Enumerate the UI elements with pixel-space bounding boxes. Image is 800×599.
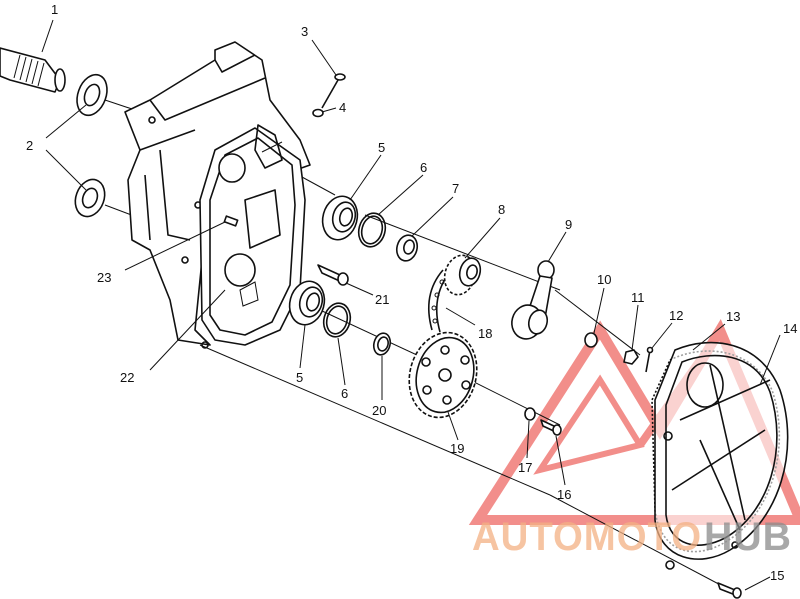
part-23-dowel-pin [223, 215, 239, 227]
part-9-chain-tensioner [511, 260, 555, 340]
callout-12: 12 [669, 308, 683, 323]
callout-22: 22 [120, 370, 134, 385]
callout-15: 15 [770, 568, 784, 583]
callout-19: 19 [450, 441, 464, 456]
leader-lines [41, 19, 781, 591]
part-12-pin [645, 346, 654, 373]
callout-5-upper: 5 [378, 140, 385, 155]
callout-labels: 1 2 3 4 5 6 7 8 9 10 11 12 13 14 5 6 15 … [26, 2, 797, 583]
part-8-upper-sprocket [443, 254, 482, 296]
part-11-nut [623, 349, 639, 365]
automotohub-watermark-text: AUTOMOTO HUB [472, 515, 792, 559]
callout-14: 14 [783, 321, 797, 336]
part-3-bolt [321, 73, 346, 109]
callout-3: 3 [301, 24, 308, 39]
part-1-splined-shaft [0, 47, 66, 93]
callout-11: 11 [631, 290, 645, 305]
callout-4: 4 [339, 100, 346, 115]
callout-13: 13 [726, 309, 740, 324]
part-19-lower-sprocket [408, 331, 478, 419]
callout-2: 2 [26, 138, 33, 153]
part-20-washer [372, 332, 392, 356]
callout-18: 18 [478, 326, 492, 341]
callout-20: 20 [372, 403, 386, 418]
part-17-washer [524, 407, 536, 421]
part-22-chaincase-housing [124, 41, 311, 349]
part-2-oil-seals [74, 73, 108, 218]
callout-6-upper: 6 [420, 160, 427, 175]
callout-10: 10 [597, 272, 611, 287]
part-6-upper-snap-ring [357, 212, 387, 248]
callout-21: 21 [375, 292, 389, 307]
callout-1: 1 [51, 2, 58, 17]
callout-17: 17 [518, 460, 532, 475]
part-5-upper-bearing [321, 195, 359, 241]
part-14-chaincase-cover [654, 341, 789, 570]
watermark-text-hub: HUB [704, 515, 792, 559]
watermark-text-automoto: AUTOMOTO [472, 515, 702, 559]
part-10-washer [584, 332, 598, 348]
part-21-bolt [317, 264, 349, 286]
part-15-bolt [717, 582, 742, 599]
part-16-bolt [540, 419, 562, 436]
callout-6-lower: 6 [341, 386, 348, 401]
part-4-washer [312, 108, 324, 118]
callout-8: 8 [498, 202, 505, 217]
part-5-lower-bearing [288, 280, 326, 326]
part-6-lower-snap-ring [322, 302, 352, 338]
callout-5-lower: 5 [296, 370, 303, 385]
callout-23: 23 [97, 270, 111, 285]
callout-9: 9 [565, 217, 572, 232]
callout-7: 7 [452, 181, 459, 196]
part-7-spacer [395, 234, 419, 262]
callout-16: 16 [557, 487, 571, 502]
